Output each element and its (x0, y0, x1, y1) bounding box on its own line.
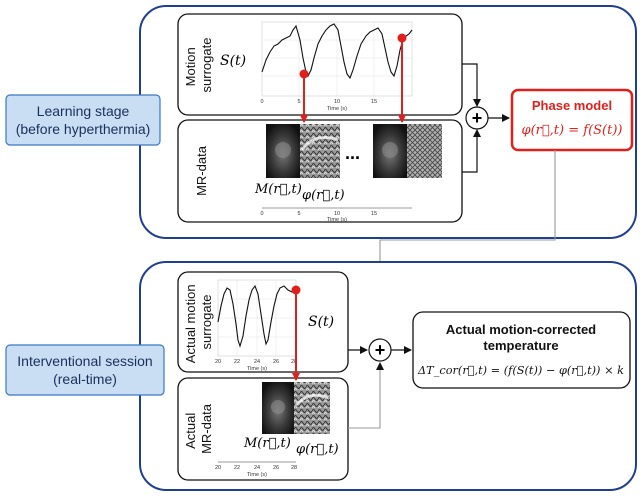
learning-time-axis-bottom: Time (s) (327, 217, 347, 223)
actual-time-axis-bottom: Time (s) (247, 472, 267, 478)
learning-tick-top-2: 10 (334, 99, 340, 105)
actual-tick-bottom-1: 22 (234, 465, 240, 471)
learning-ellipsis: ... (345, 143, 360, 163)
motion-surrogate-label: Motion surrogate (183, 38, 214, 93)
learning-connector-bottom (462, 129, 481, 173)
actual-magnitude-label: M(r⃗,t) (243, 436, 291, 451)
learning-stage-badge (5, 94, 161, 146)
learning-surrogate-curve (261, 23, 413, 80)
corrected-temperature-box (412, 311, 631, 389)
corrected-formula: ΔT_cor(r⃗,t) = (f(S(t)) − φ(r⃗,t)) × k (417, 363, 624, 377)
learning-stage-subtitle: (before hyperthermia) (16, 121, 151, 137)
actual-phase-label: φ(r⃗,t) (296, 442, 339, 457)
learning-mr-images-1 (266, 124, 340, 178)
actual-mr-label: Actual MR-data (183, 403, 214, 454)
learning-magnitude-label: M(r⃗,t) (254, 182, 302, 197)
actual-tick-top-0: 20 (215, 359, 221, 365)
actual-tick-top-2: 24 (254, 359, 260, 365)
phase-model-title: Phase model (532, 98, 612, 113)
actual-surrogate-curve (217, 284, 297, 348)
interventional-stage-title: Interventional session (17, 353, 152, 369)
learning-surrogate-plot: 0 5 10 15 Time (s) (260, 21, 413, 112)
actual-tick-bottom-0: 20 (215, 465, 221, 471)
corrected-title-line2: temperature (483, 338, 558, 353)
learning-tick-bottom-0: 0 (260, 211, 263, 217)
learning-sum-symbol: + (472, 108, 483, 128)
phase-model-box (510, 88, 634, 152)
realtime-sum-symbol: + (375, 340, 386, 360)
actual-signal-label: S(t) (308, 314, 334, 330)
actual-tick-bottom-2: 24 (254, 465, 260, 471)
actual-tick-top-1: 22 (234, 359, 240, 365)
learning-tick-bottom-1: 5 (297, 211, 300, 217)
learning-mr-images-2 (373, 124, 442, 178)
actual-tick-top-3: 26 (273, 359, 279, 365)
learning-phase-label: φ(r⃗,t) (302, 188, 345, 203)
learning-connector-top (462, 63, 481, 107)
actual-tick-top-4: 28 (291, 359, 297, 365)
actual-tick-bottom-4: 28 (291, 465, 297, 471)
actual-surrogate-plot: 20 22 24 26 28 Time (s) (215, 279, 297, 372)
learning-tick-top-3: 15 (371, 99, 377, 105)
learning-tick-bottom-3: 15 (371, 211, 377, 217)
actual-mr-images (262, 382, 330, 434)
actual-time-axis-top: Time (s) (247, 366, 267, 372)
corrected-title-line1: Actual motion-corrected (446, 322, 596, 337)
learning-sample-dot-2 (397, 33, 407, 43)
phase-model-formula: φ(r⃗,t) = f(S(t)) (521, 123, 622, 138)
learning-mr-time-axis: 0 5 10 15 Time (s) (260, 207, 412, 223)
learning-signal-label: S(t) (220, 53, 246, 69)
learning-sample-dot-1 (299, 69, 309, 79)
learning-tick-top-0: 0 (260, 99, 263, 105)
actual-mr-time-axis: 20 22 24 26 28 Time (s) (215, 461, 297, 478)
actual-sample-dot (291, 285, 301, 295)
interventional-stage-subtitle: (real-time) (53, 371, 117, 387)
learning-tick-top-1: 5 (297, 99, 300, 105)
mr-data-label: MR-data (194, 145, 209, 196)
learning-time-axis-top: Time (s) (327, 106, 347, 112)
actual-surrogate-label: Actual motion surrogate (183, 281, 214, 363)
learning-tick-bottom-2: 10 (334, 211, 340, 217)
actual-mr-to-sum (348, 362, 384, 429)
actual-tick-bottom-3: 26 (273, 465, 279, 471)
interventional-stage-badge (5, 344, 165, 396)
learning-stage-title: Learning stage (37, 103, 130, 119)
